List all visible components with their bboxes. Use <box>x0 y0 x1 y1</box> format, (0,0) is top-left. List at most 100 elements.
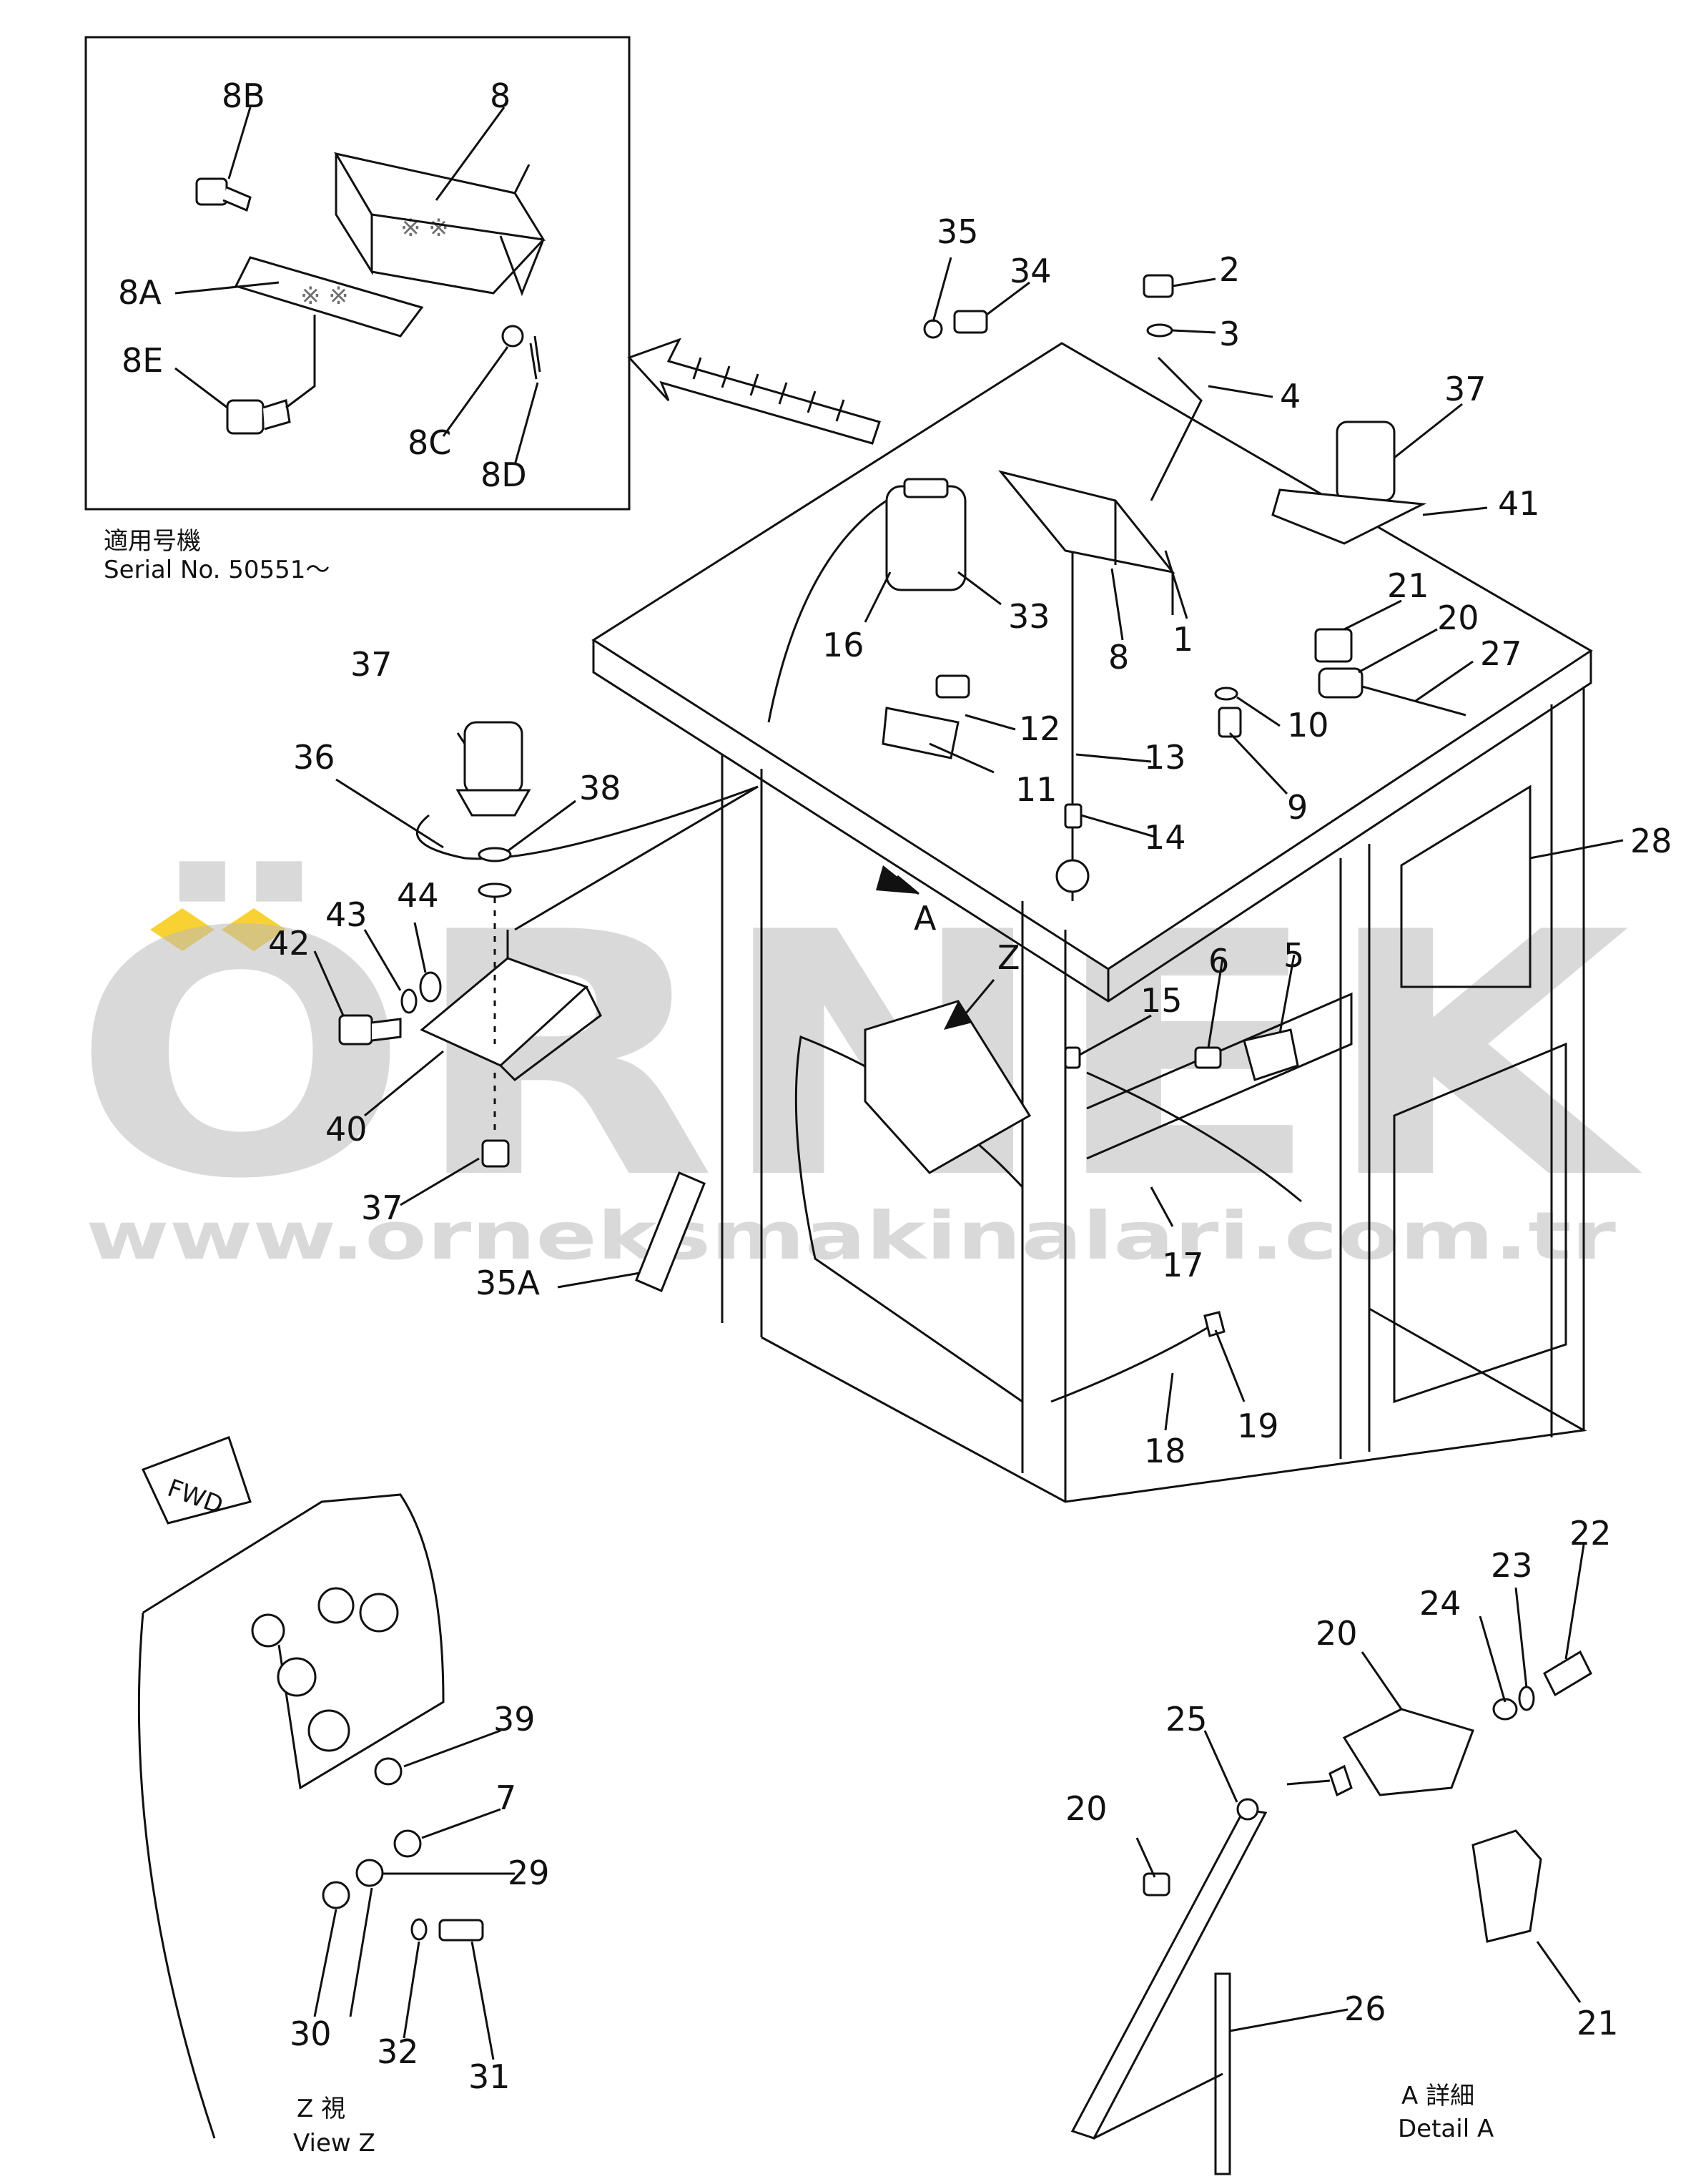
callout-30: 30 <box>290 2015 332 2053</box>
callout-9: 9 <box>1287 788 1308 827</box>
connector-14 <box>1064 803 1083 829</box>
callout-37-left: 37 <box>350 645 393 684</box>
washer-32 <box>410 1918 428 1941</box>
callout-34: 34 <box>1010 252 1052 290</box>
cab-right-post <box>1550 687 1585 1437</box>
callout-43: 43 <box>325 895 368 934</box>
callout-1: 1 <box>1173 620 1193 659</box>
callout-13: 13 <box>1144 738 1186 777</box>
callout-11: 11 <box>1015 770 1057 809</box>
bolt-42 <box>338 1014 373 1046</box>
callout-22: 22 <box>1569 1514 1612 1553</box>
washer-10 <box>1214 687 1238 701</box>
wire-17 <box>1086 1071 1302 1203</box>
console-panel <box>142 1493 445 1790</box>
inset-washer-8c <box>501 325 524 348</box>
view-arrow-z-label: Z <box>997 938 1020 977</box>
detail-nut-20 <box>1143 1872 1170 1897</box>
washer-38a <box>478 847 512 862</box>
callout-labels: 35 34 2 3 4 37 41 16 33 8 1 21 20 27 12 … <box>268 212 1672 2096</box>
callout-17: 17 <box>1162 1246 1204 1284</box>
inset-plate-8a <box>234 256 424 338</box>
knob-30 <box>322 1881 350 1909</box>
detail-a-jp: A 詳細 <box>1401 2082 1474 2110</box>
serial-label: Serial No. 50551～ <box>104 556 330 584</box>
inset-bolt-8b <box>195 177 252 212</box>
knob-39 <box>374 1757 403 1786</box>
beacon-assembly <box>338 721 759 1168</box>
callout-28: 28 <box>1630 822 1672 860</box>
callout-44: 44 <box>397 876 439 915</box>
room-lamp-11 <box>882 707 960 759</box>
callout-4: 4 <box>1280 377 1301 415</box>
detail-wiper-arm-25 <box>1070 1808 1268 2140</box>
bracket-41 <box>1271 488 1427 545</box>
callout-33: 33 <box>1008 597 1050 636</box>
watermark-url: www.orneksmakinalari.com.tr <box>86 1198 1617 1274</box>
connector-15 <box>1064 1046 1081 1069</box>
callout-8-inset: 8 <box>490 77 511 115</box>
callout-8-main: 8 <box>1108 638 1129 677</box>
callout-40: 40 <box>325 1110 368 1148</box>
callout-25: 25 <box>1165 1700 1208 1738</box>
operator-seat <box>864 1000 1032 1174</box>
callout-19: 19 <box>1237 1407 1279 1445</box>
bolt-2 <box>1143 274 1174 298</box>
console-gauge-4 <box>277 1657 317 1697</box>
view-z-panel: FWD <box>137 1436 515 2139</box>
callout-12: 12 <box>1019 709 1061 748</box>
knob-7 <box>393 1829 422 1858</box>
inset-pin-8d <box>529 335 541 380</box>
view-z-jp: Z 視 <box>297 2095 345 2123</box>
callout-8e: 8E <box>122 341 163 380</box>
watermark-dot-right <box>222 908 286 951</box>
bolt-9 <box>1218 707 1242 738</box>
watermark-logo: ÖRNEK <box>72 857 1645 1252</box>
callout-20-detail-left: 20 <box>1065 1789 1108 1828</box>
watermark: ÖRNEK www.orneksmakinalari.com.tr <box>72 857 1645 1274</box>
inset-serial-box: ※ ※ ※ ※ 8B 8 8A 8E 8C 8D <box>84 36 631 511</box>
callout-26: 26 <box>1344 1989 1386 2028</box>
beacon-37 <box>463 721 523 795</box>
callout-39: 39 <box>493 1700 536 1738</box>
callout-2: 2 <box>1219 250 1240 289</box>
callout-8c: 8C <box>408 423 451 462</box>
callout-7: 7 <box>495 1779 516 1817</box>
cab-left-post <box>721 754 763 1337</box>
washer-tank-33 <box>885 485 967 591</box>
callout-10: 10 <box>1287 706 1329 744</box>
inset-bolt-8e <box>226 399 291 435</box>
callout-21-top: 21 <box>1387 566 1429 605</box>
console-gauge-1 <box>317 1587 355 1624</box>
callout-41: 41 <box>1498 484 1540 523</box>
view-arrow-a-label: A <box>914 899 937 938</box>
callout-42: 42 <box>268 924 310 963</box>
wiper-arm-27 <box>1361 685 1466 717</box>
roof-parts <box>882 274 1466 1337</box>
callout-35-top: 35 <box>937 212 979 251</box>
callout-14: 14 <box>1144 818 1186 857</box>
forward-direction-arrow <box>627 338 881 445</box>
callout-29: 29 <box>508 1854 550 1892</box>
operator-cab-frame <box>415 342 1593 1503</box>
callout-16: 16 <box>822 626 864 664</box>
svg-text:※ ※: ※ ※ <box>300 282 349 310</box>
beacon-37-roof <box>1336 420 1396 502</box>
callout-36: 36 <box>293 738 335 777</box>
console-gauge-3 <box>251 1613 285 1648</box>
washer-43 <box>400 988 418 1014</box>
detail-washer-24 <box>1492 1698 1518 1721</box>
callout-35a: 35A <box>475 1264 541 1302</box>
callout-27: 27 <box>1480 634 1522 673</box>
screw-6 <box>1194 1046 1222 1069</box>
callout-32: 32 <box>377 2032 419 2071</box>
callout-20-detail: 20 <box>1316 1614 1358 1653</box>
washer-38b <box>478 882 512 898</box>
detail-wiper-motor-20 <box>1342 1708 1474 1796</box>
wiper-motor-20 <box>1318 667 1364 699</box>
wire-18 <box>1050 1322 1216 1403</box>
bracket-35a <box>635 1171 706 1292</box>
callout-38: 38 <box>579 769 621 807</box>
callout-8d: 8D <box>480 456 527 494</box>
